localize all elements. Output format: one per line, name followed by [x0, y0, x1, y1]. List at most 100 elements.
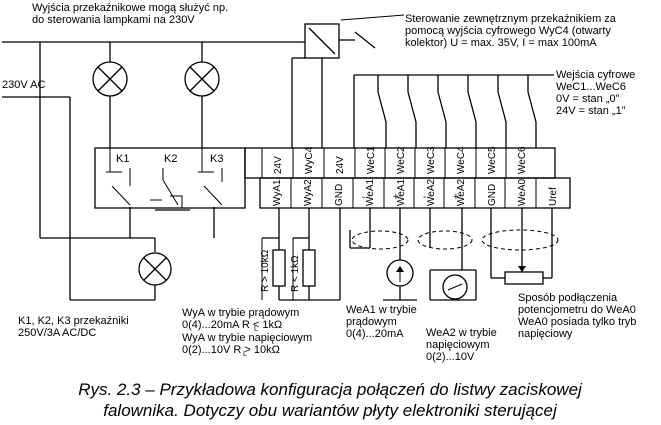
svg-text:napięciowy: napięciowy	[518, 328, 573, 340]
lower-terminal: WeA1	[383, 178, 407, 208]
ext-control-note: Sterowanie zewnętrznym przekaźnikiem za …	[405, 13, 617, 49]
mains-wiring	[2, 41, 300, 301]
digital-inputs-note: Wejścia cyfrowe WeC1...WeC6 0V = stan „0…	[556, 69, 635, 117]
switch-icon	[437, 75, 447, 148]
svg-text:WyA2: WyA2	[303, 179, 314, 206]
figure-caption: Rys. 2.3 – Przykładowa konfiguracja połą…	[78, 380, 583, 420]
upper-terminal: WeC2	[384, 146, 407, 178]
wea2-note: WeA2 w trybie napięciowym 0(2)...10V	[426, 327, 497, 363]
lower-terminal: WeA1	[352, 178, 376, 208]
svg-text:GND: GND	[487, 184, 498, 206]
lower-terminal: WyA1	[259, 178, 283, 208]
svg-text:Wyjścia przekaźnikowe mogą słu: Wyjścia przekaźnikowe mogą służyć np.	[32, 2, 228, 14]
switch-icon	[527, 75, 537, 148]
svg-text:WeC4: WeC4	[456, 146, 467, 174]
wea1-note: WeA1 w trybie prądowym 0(4)...20mA	[346, 304, 417, 340]
svg-text:WeA2 w trybie: WeA2 w trybie	[426, 327, 497, 339]
lower-terminal: WyA2	[290, 178, 314, 208]
polarity-sign: -	[423, 192, 426, 203]
svg-text:0V = stan „0”: 0V = stan „0”	[556, 93, 620, 105]
pot-note: Sposób podłączenia potencjometru do WeA0…	[518, 292, 636, 340]
svg-text:falownika. Dotyczy obu wariant: falownika. Dotyczy obu wariantów płyty e…	[103, 401, 558, 420]
svg-text:Sterowanie zewnętrznym przekaź: Sterowanie zewnętrznym przekaźnikiem za	[405, 13, 617, 25]
svg-text:WeC3: WeC3	[426, 146, 437, 174]
upper-terminal: WeC3	[414, 146, 437, 178]
svg-text:WeA2: WeA2	[456, 179, 467, 206]
svg-text:WeA1: WeA1	[365, 179, 376, 206]
svg-text:24V: 24V	[273, 156, 284, 174]
svg-text:potencjometru do WeA0: potencjometru do WeA0	[518, 304, 636, 316]
svg-text:GND: GND	[334, 184, 345, 206]
svg-text:WyC4: WyC4	[304, 146, 315, 174]
upper-terminal: WeC6	[505, 146, 528, 178]
relay-block: K1 K2 K3	[94, 147, 246, 209]
svg-text:WeC5: WeC5	[487, 146, 498, 174]
svg-text:0(4)...20mA R < 1kΩ: 0(4)...20mA R < 1kΩ	[182, 319, 282, 331]
upper-terminal: 24V	[323, 148, 346, 178]
upper-terminal: 24V	[261, 148, 284, 178]
svg-text:WeA0 posiada tylko tryb: WeA0 posiada tylko tryb	[518, 316, 636, 328]
switch-icon	[497, 75, 507, 148]
polarity-sign: +	[393, 192, 399, 203]
switch-icon	[407, 75, 417, 148]
subscript-l: L	[254, 326, 258, 333]
relays-note: K1, K2, K3 przekaźniki 250V/3A AC/DC	[18, 315, 129, 339]
svg-text:WeA1: WeA1	[396, 179, 407, 206]
lower-terminal: WeA2	[443, 178, 467, 208]
relay-outputs-note: Wyjścia przekaźnikowe mogą służyć np. do…	[32, 2, 228, 26]
svg-text:K1, K2, K3 przekaźniki: K1, K2, K3 przekaźniki	[18, 315, 129, 327]
supply-label: 230V AC	[2, 79, 45, 91]
lower-terminal: WeA2	[413, 178, 437, 208]
svg-text:WeC2: WeC2	[396, 146, 407, 174]
svg-text:WyA w trybie prądowym: WyA w trybie prądowym	[182, 307, 299, 319]
svg-text:0(4)...20mA: 0(4)...20mA	[346, 328, 404, 340]
upper-terminal: WeC1	[354, 146, 377, 178]
relay-label: K3	[210, 153, 223, 165]
svg-text:kolektor) U = max. 35V, I = ma: kolektor) U = max. 35V, I = max 100mA	[405, 37, 597, 49]
lower-terminal: GND	[474, 178, 498, 208]
upper-terminal: WyC4	[292, 146, 315, 178]
svg-text:24V = stan „1”: 24V = stan „1”	[556, 105, 626, 117]
svg-text:Uref: Uref	[548, 187, 559, 206]
relay-label: K2	[164, 153, 177, 165]
lamp-icon	[184, 61, 220, 97]
digital-input-switches	[353, 74, 554, 148]
svg-text:WeA1 w trybie: WeA1 w trybie	[346, 304, 417, 316]
relay-label: K1	[116, 153, 129, 165]
analog-circuits	[261, 208, 559, 301]
upper-terminal: WeC4	[444, 146, 467, 178]
svg-text:0(2)...10V: 0(2)...10V	[426, 351, 475, 363]
svg-text:WeA2: WeA2	[426, 179, 437, 206]
svg-text:do sterowania lampkami na 230V: do sterowania lampkami na 230V	[32, 14, 195, 26]
polarity-sign: +	[453, 192, 459, 203]
svg-text:Sposób podłączenia: Sposób podłączenia	[518, 292, 618, 304]
svg-text:pomocą wyjścia cyfrowego WyC4: pomocą wyjścia cyfrowego WyC4 (otwarty	[405, 25, 611, 37]
lower-terminal: GND	[321, 178, 345, 208]
svg-text:250V/3A AC/DC: 250V/3A AC/DC	[18, 327, 96, 339]
lower-terminal: Uref	[535, 178, 559, 208]
svg-text:24V: 24V	[335, 156, 346, 174]
polarity-sign: -	[362, 192, 365, 203]
external-relay	[291, 23, 376, 148]
switch-icon	[377, 75, 387, 148]
lamp-icon	[92, 61, 128, 97]
resistor-label: R < 1kΩ	[290, 255, 301, 292]
svg-text:WeC1...WeC6: WeC1...WeC6	[556, 81, 626, 93]
switch-icon	[467, 75, 477, 148]
svg-text:WeC6: WeC6	[517, 146, 528, 174]
resistor-label: R > 10kΩ	[260, 249, 271, 292]
wya-note: WyA w trybie prądowym 0(4)...20mA R < 1k…	[182, 307, 312, 356]
svg-text:Rys. 2.3 – Przykładowa konfigu: Rys. 2.3 – Przykładowa konfiguracja połą…	[78, 380, 583, 399]
svg-text:prądowym: prądowym	[346, 316, 397, 328]
svg-text:napięciowym: napięciowym	[426, 339, 490, 351]
svg-text:WeA0: WeA0	[517, 179, 528, 206]
upper-terminal: WeC5	[475, 146, 498, 178]
lower-terminal: WeA0	[504, 178, 528, 208]
svg-text:WyA1: WyA1	[272, 179, 283, 206]
subscript-l: L	[243, 351, 247, 358]
lamp-icon	[138, 252, 172, 286]
svg-text:WyA w trybie napięciowym: WyA w trybie napięciowym	[182, 332, 312, 344]
